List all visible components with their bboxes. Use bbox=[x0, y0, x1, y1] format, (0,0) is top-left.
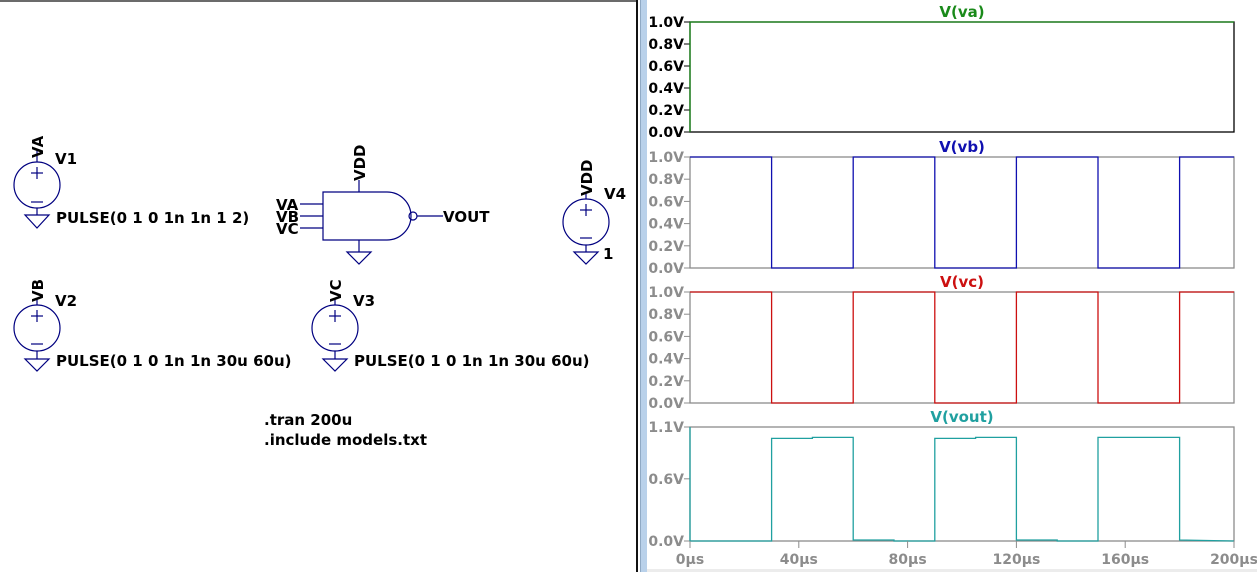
y-tick-label: 0.8V bbox=[648, 172, 684, 188]
y-tick-label: 0.8V bbox=[648, 307, 684, 323]
trace-label[interactable]: V(vout) bbox=[930, 408, 993, 426]
y-tick-label: 0.0V bbox=[648, 396, 684, 412]
gate-input-vc: VC bbox=[276, 220, 299, 238]
trace-vvout bbox=[689, 427, 1235, 542]
y-tick-label: 0.2V bbox=[648, 103, 684, 119]
y-tick-label: 1.0V bbox=[648, 15, 684, 31]
voltage-source-v3[interactable] bbox=[311, 298, 359, 372]
plot-panel-vvb[interactable]: V(vb) 0.0V 0.2V 0.4V 0.6V 0.8V 1.0V bbox=[648, 138, 1235, 277]
x-tick-label: 160µs bbox=[1101, 552, 1149, 568]
y-tick-label: 0.6V bbox=[648, 59, 684, 75]
source-name-v4: V4 bbox=[604, 185, 626, 203]
trace-label[interactable]: V(vb) bbox=[939, 138, 985, 156]
plot-frame bbox=[689, 21, 1235, 133]
x-tick-label: 40µs bbox=[780, 552, 818, 568]
y-tick-label: 0.6V bbox=[648, 472, 684, 488]
schematic-editor[interactable]: VA V1 PULSE(0 1 0 1n 1n 1 2) VB V2 PULSE… bbox=[0, 0, 636, 572]
y-tick-label: 1.1V bbox=[648, 420, 684, 436]
net-label-vdd-v4: VDD bbox=[578, 159, 596, 196]
y-tick-label: 0.4V bbox=[648, 217, 684, 233]
net-label-vb: VB bbox=[29, 279, 47, 302]
plot-panel-vvc[interactable]: V(vc) 0.0V 0.2V 0.4V 0.6V 0.8V 1.0V bbox=[648, 273, 1235, 412]
y-tick-label: 0.2V bbox=[648, 239, 684, 255]
y-tick-label: 0.0V bbox=[648, 261, 684, 277]
x-tick-label: 0µs bbox=[676, 552, 704, 568]
y-tick-label: 0.8V bbox=[648, 37, 684, 53]
y-tick-label: 0.6V bbox=[648, 329, 684, 345]
net-label-vdd-gate: VDD bbox=[351, 144, 369, 181]
waveform-canvas[interactable]: V(va) 0.0V 0.2V 0.4V 0.6V 0.8V 1.0V V(vb) 0.0V 0.… bbox=[647, 0, 1257, 572]
plot-panel-vva[interactable]: V(va) 0.0V 0.2V 0.4V 0.6V 0.8V 1.0V bbox=[648, 3, 1235, 141]
net-label-va: VA bbox=[29, 135, 47, 158]
gate-input-va: VA bbox=[276, 196, 299, 214]
gate-output-vout: VOUT bbox=[443, 208, 490, 226]
source-value-v3: PULSE(0 1 0 1n 1n 30u 60u) bbox=[354, 352, 589, 370]
nand3-gate[interactable] bbox=[300, 180, 443, 265]
source-value-v4: 1 bbox=[603, 245, 613, 263]
status-strip bbox=[647, 569, 1257, 572]
trace-vvc bbox=[690, 291, 1234, 404]
y-tick-label: 0.0V bbox=[648, 125, 684, 141]
source-value-v2: PULSE(0 1 0 1n 1n 30u 60u) bbox=[56, 352, 291, 370]
trace-label[interactable]: V(vc) bbox=[940, 273, 984, 291]
source-value-v1: PULSE(0 1 0 1n 1n 1 2) bbox=[56, 209, 249, 227]
directive-tran[interactable]: .tran 200u bbox=[264, 411, 352, 429]
source-name-v3: V3 bbox=[353, 292, 375, 310]
voltage-source-v4[interactable] bbox=[562, 192, 610, 265]
pane-divider[interactable] bbox=[636, 0, 638, 572]
y-tick-label: 0.6V bbox=[648, 194, 684, 210]
net-label-vc: VC bbox=[327, 279, 345, 302]
y-tick-label: 0.2V bbox=[648, 374, 684, 390]
y-tick-label: 0.4V bbox=[648, 352, 684, 368]
y-tick-label: 0.0V bbox=[648, 534, 684, 550]
source-name-v2: V2 bbox=[55, 292, 77, 310]
y-tick-label: 1.0V bbox=[648, 285, 684, 301]
y-tick-label: 1.0V bbox=[648, 150, 684, 166]
x-tick-label: 200µs bbox=[1210, 552, 1257, 568]
gate-input-vb: VB bbox=[276, 208, 299, 226]
directive-include[interactable]: .include models.txt bbox=[264, 431, 427, 449]
voltage-source-v1[interactable] bbox=[13, 150, 61, 229]
waveform-viewer[interactable]: V(va) 0.0V 0.2V 0.4V 0.6V 0.8V 1.0V V(vb) 0.0V 0.… bbox=[647, 0, 1257, 572]
voltage-source-v2[interactable] bbox=[13, 298, 61, 372]
x-tick-label: 80µs bbox=[889, 552, 927, 568]
plot-panel-vvout[interactable]: V(vout) 0.0V 0.6V 1.1V bbox=[648, 408, 1235, 550]
source-name-v1: V1 bbox=[55, 150, 77, 168]
x-tick-label: 120µs bbox=[992, 552, 1040, 568]
y-tick-label: 0.4V bbox=[648, 81, 684, 97]
trace-vvb bbox=[690, 156, 1234, 269]
trace-label[interactable]: V(va) bbox=[939, 3, 984, 21]
vertical-scrollbar[interactable] bbox=[640, 0, 647, 572]
schematic-canvas[interactable]: VA V1 PULSE(0 1 0 1n 1n 1 2) VB V2 PULSE… bbox=[0, 2, 636, 574]
